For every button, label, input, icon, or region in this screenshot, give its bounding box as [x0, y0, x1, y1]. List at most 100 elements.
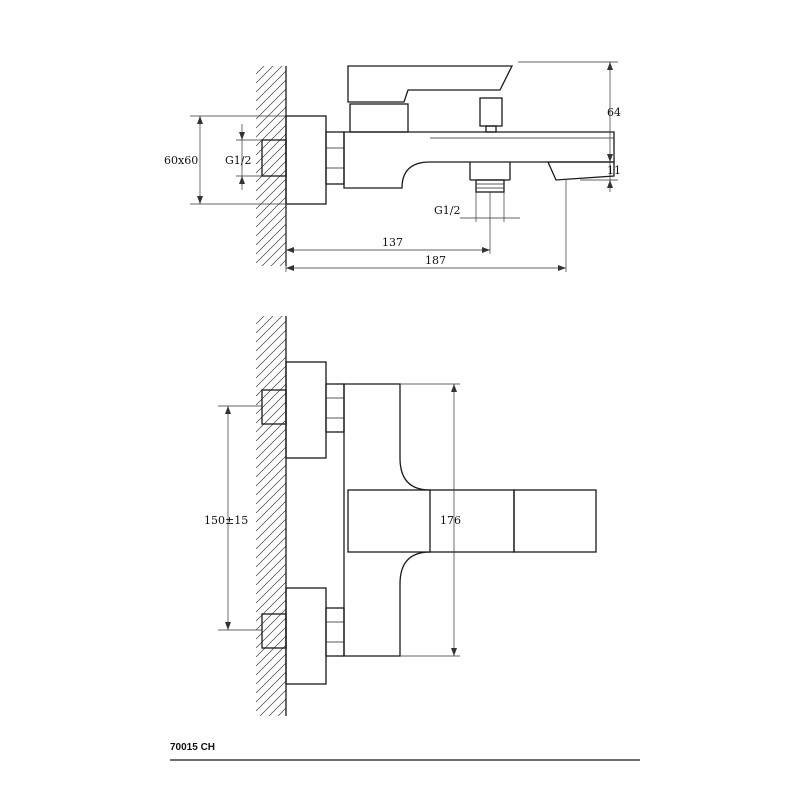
model-label: 70015 CH: [170, 742, 215, 753]
hatch-line: [256, 617, 286, 649]
hatch-line: [256, 392, 286, 424]
front-body-vertical: [343, 383, 431, 657]
hatch-line: [256, 66, 283, 93]
dim-g12-inlet-label: G1/2: [225, 154, 252, 167]
hatch-line: [256, 223, 286, 255]
hatch-line: [256, 320, 286, 352]
hatch-line: [277, 707, 286, 716]
dim-150-label: 150±15: [204, 514, 248, 527]
hatch-line: [256, 35, 286, 65]
hatch-line: [256, 455, 286, 487]
front-view: 176 150±15: [204, 276, 597, 783]
outlet-thread-top: [475, 179, 505, 193]
dim-64-label: 64: [607, 106, 621, 119]
hatch-line: [256, 482, 286, 514]
hatch-line: [256, 428, 286, 460]
hatch-line: [256, 356, 286, 388]
hatch-line: [256, 187, 286, 219]
hatch-line: [256, 653, 286, 685]
wall-hatch-top: [256, 26, 286, 335]
hatch-line: [256, 305, 286, 335]
hatch-line: [256, 26, 286, 56]
nut-top: [325, 131, 345, 185]
hatch-line: [256, 581, 286, 613]
hatch-line: [256, 753, 286, 783]
hatch-line: [256, 278, 286, 308]
hatch-line: [256, 554, 286, 586]
hatch-line: [256, 464, 286, 496]
lever-handle-top: [347, 65, 514, 103]
hatch-line: [256, 232, 286, 264]
hatch-line: [256, 419, 286, 451]
spout-top: [546, 161, 615, 181]
hatch-line: [256, 296, 286, 326]
hatch-line: [256, 365, 286, 397]
hatch-line: [256, 383, 286, 415]
hatch-line: [256, 410, 286, 442]
mixer-body-top: [343, 131, 615, 189]
hatch-line: [256, 473, 286, 505]
hatch-line: [256, 316, 274, 334]
dim-60x60-label: 60x60: [164, 154, 198, 167]
upper-nut: [325, 383, 345, 433]
hatch-line: [256, 196, 286, 228]
hatch-line: [256, 338, 286, 370]
front-body-horizontal: [347, 489, 515, 553]
hatch-line: [256, 106, 286, 138]
hatch-line: [256, 115, 286, 147]
hatch-line: [268, 698, 286, 716]
hatch-line: [256, 205, 286, 237]
hatch-line: [256, 635, 286, 667]
hatch-line: [279, 259, 286, 266]
hatch-line: [256, 509, 286, 541]
lower-nut: [325, 607, 345, 657]
hatch-line: [256, 491, 286, 523]
front-spout: [513, 489, 597, 553]
dim-g12-outlet-label: G1/2: [434, 204, 461, 217]
upper-cover-flange: [285, 361, 327, 459]
dim-187-label: 187: [425, 254, 446, 267]
hatch-line: [256, 276, 286, 306]
hatch-line: [256, 97, 286, 129]
hatch-line: [256, 599, 286, 631]
hatch-line: [256, 151, 286, 183]
hatch-line: [256, 717, 286, 747]
hatch-line: [256, 169, 286, 201]
hatch-line: [256, 726, 286, 756]
dim-176-label: 176: [440, 514, 461, 527]
hatch-line: [256, 79, 286, 111]
hatch-line: [256, 662, 286, 694]
hatch-line: [270, 250, 286, 266]
lower-cover-flange: [285, 587, 327, 685]
hatch-line: [256, 401, 286, 433]
dim-11-label: 11: [607, 164, 621, 177]
hatch-line: [256, 563, 286, 595]
cover-flange-top: [285, 115, 327, 205]
diverter-knob-top: [479, 97, 503, 127]
hatch-line: [256, 66, 265, 75]
hatch-line: [256, 133, 286, 165]
hatch-line: [256, 527, 286, 559]
hatch-line: [256, 590, 286, 622]
hatch-line: [256, 178, 286, 210]
hatch-line: [256, 518, 286, 550]
hatch-line: [256, 626, 286, 658]
hatch-line: [256, 572, 286, 604]
hatch-line: [256, 347, 286, 379]
hatch-line: [256, 329, 286, 361]
hatch-line: [261, 241, 286, 266]
hatch-line: [256, 316, 283, 343]
hatch-line: [256, 88, 286, 120]
top-view: 60x60 G1/2 G1/2 137 187 64: [164, 26, 621, 335]
hatch-line: [256, 545, 286, 577]
hatch-line: [256, 316, 265, 325]
hatch-line: [256, 671, 286, 703]
hatch-line: [256, 644, 286, 676]
hatch-line: [256, 287, 286, 317]
hatch-line: [256, 285, 286, 315]
hatch-line: [259, 689, 286, 716]
hatch-line: [256, 500, 286, 532]
hatch-line: [256, 214, 286, 246]
hatch-line: [256, 744, 286, 774]
hatch-line: [256, 437, 286, 469]
